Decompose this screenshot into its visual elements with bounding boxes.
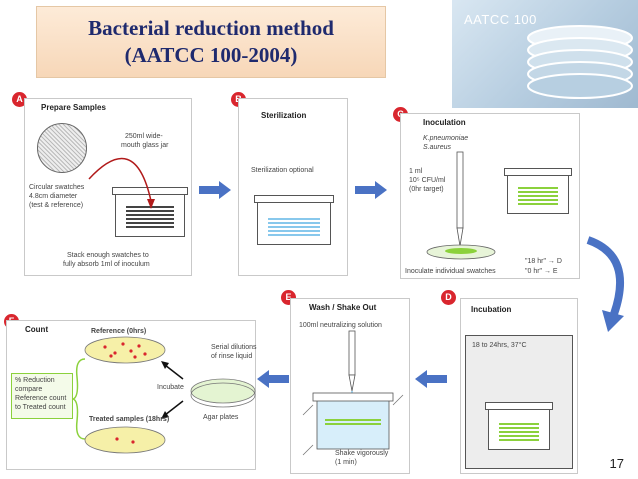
dose-2: 10⁵ CFU/ml (409, 177, 446, 184)
stack-label-1: Stack enough swatches to (67, 252, 149, 259)
treated-petri-dish-icon (84, 426, 166, 454)
sterilization-note: Sterilization optional (251, 167, 314, 174)
panel-d-title: Incubation (471, 305, 512, 314)
arrow-d-to-e-icon (415, 370, 447, 388)
swatch-label-1: Circular swatches (29, 184, 85, 191)
jar-label-2: mouth glass jar (121, 142, 169, 149)
panel-wash-shake-out: Wash / Shake Out 100ml neutralizing solu… (290, 298, 410, 474)
petri-dishes-illustration (527, 25, 633, 99)
reduction-label-4: to Treated count (15, 404, 66, 411)
reduction-label-2: compare (15, 386, 43, 393)
organism-2: S.aureus (423, 144, 452, 151)
panel-count: Count Reference (0hrs) Serial dilutions … (6, 320, 257, 470)
dose-1: 1 ml (409, 168, 423, 175)
organism-1: K.pneumoniae (423, 135, 469, 142)
red-curved-arrow-icon (88, 158, 155, 209)
arrow-up-left-icon (161, 361, 184, 380)
panel-f-title: Count (25, 325, 49, 334)
panel-prepare-samples: Prepare Samples 250ml wide- mouth glass … (24, 98, 192, 276)
agar-plates-icon (190, 378, 256, 408)
curved-arrow-c-to-d-icon (586, 236, 625, 332)
jar-label-1: 250ml wide- (125, 133, 163, 140)
glass-jar-d (485, 402, 553, 450)
reference-petri-dish-icon (84, 336, 166, 364)
dilutions-label-2: of rinse liquid (211, 353, 253, 360)
logo-text: AATCC 100 (464, 12, 537, 27)
reference-label: Reference (0hrs) (91, 328, 147, 335)
comparison-brace-icon (73, 358, 86, 440)
reduction-box (11, 373, 73, 419)
arrow-e-to-f-icon (257, 370, 289, 388)
neutralizing-solution: 100ml neutralizing solution (299, 322, 382, 329)
panel-a-title: Prepare Samples (41, 103, 106, 112)
agar-plates-label: Agar plates (203, 414, 239, 421)
route-to-e: "0 hr" → E (525, 268, 558, 275)
arrow-a-to-b-icon (199, 181, 231, 199)
glass-jar-c (504, 168, 572, 214)
panel-b-title: Sterilization (261, 111, 307, 120)
inoculation-caption: Inoculate individual swatches (405, 268, 496, 275)
badge-a: A (12, 92, 27, 107)
glass-jar-b (254, 195, 334, 245)
slide-title: Bacterial reduction method (AATCC 100-20… (36, 6, 386, 78)
swatch-label-3: (test & reference) (29, 202, 84, 209)
panel-incubation: Incubation 18 to 24hrs, 37°C (460, 298, 578, 474)
incubate-label: Incubate (157, 384, 184, 391)
reduction-label-1: % Reduction (15, 377, 55, 384)
stack-label-2: fully absorb 1ml of inoculum (63, 261, 150, 268)
incubation-conditions: 18 to 24hrs, 37°C (472, 342, 527, 349)
panel-e-title: Wash / Shake Out (309, 303, 377, 312)
shake-instruction-1: Shake vigorously (335, 450, 389, 457)
arrow-down-left-icon (161, 400, 184, 419)
title-line-1: Bacterial reduction method (88, 16, 334, 40)
panel-sterilization: Sterilization Sterilization optional (238, 98, 348, 276)
wash-jar-and-pipette-icon (302, 330, 404, 456)
incubator-box: 18 to 24hrs, 37°C (465, 335, 573, 469)
badge-d: D (441, 290, 456, 305)
circular-swatch-icon (37, 123, 87, 173)
arrow-b-to-c-icon (355, 181, 387, 199)
title-line-2: (AATCC 100-2004) (124, 43, 298, 67)
pipette-and-dish-icon (426, 151, 496, 260)
treated-label: Treated samples (18hrs) (89, 416, 170, 423)
aatcc-petri-dish-image: AATCC 100 (452, 0, 638, 108)
dose-3: (0hr target) (409, 186, 444, 193)
dilutions-label-1: Serial dilutions (211, 344, 257, 351)
panel-inoculation: Inoculation K.pneumoniae S.aureus 1 ml 1… (400, 113, 580, 279)
route-to-d: "18 hr" → D (525, 258, 562, 265)
reduction-label-3: Reference count (15, 395, 67, 402)
panel-c-title: Inoculation (423, 118, 466, 127)
swatch-label-2: 4.8cm diameter (29, 193, 78, 200)
shake-instruction-2: (1 min) (335, 459, 357, 466)
page-number: 17 (609, 456, 624, 471)
